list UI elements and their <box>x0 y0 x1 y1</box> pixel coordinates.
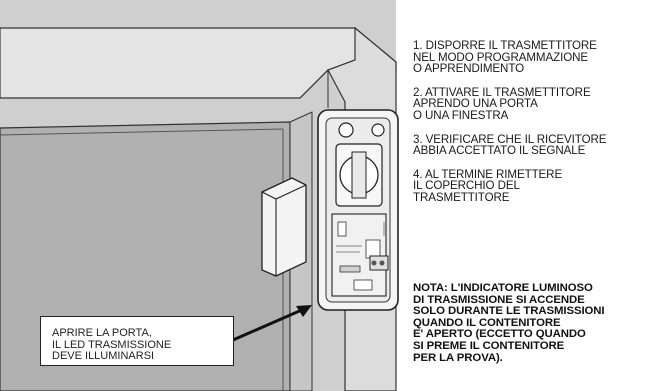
step-3: 3. VERIFICARE CHE IL RICEVITORE ABBIA AC… <box>413 132 607 158</box>
instruction-steps: 1. DISPORRE IL TRASMETTITORE NEL MODO PR… <box>413 40 659 216</box>
step-4: 4. AL TERMINE RIMETTERE IL COPERCHIO DEL… <box>413 167 563 204</box>
step-2: 2. ATTIVARE IL TRASMETTITORE APRENDO UNA… <box>413 85 591 122</box>
callout-box: APRIRE LA PORTA, IL LED TRASMISSIONE DEV… <box>40 316 234 366</box>
step-1: 1. DISPORRE IL TRASMETTITORE NEL MODO PR… <box>413 39 597 76</box>
callout-text: APRIRE LA PORTA, IL LED TRASMISSIONE DEV… <box>52 327 172 363</box>
note-text: NOTA: L'INDICATORE LUMINOSO DI TRASMISSI… <box>413 282 605 364</box>
transmitter-housing <box>317 109 399 311</box>
pointer-arrow <box>232 305 312 342</box>
magnet-unit <box>261 177 307 277</box>
